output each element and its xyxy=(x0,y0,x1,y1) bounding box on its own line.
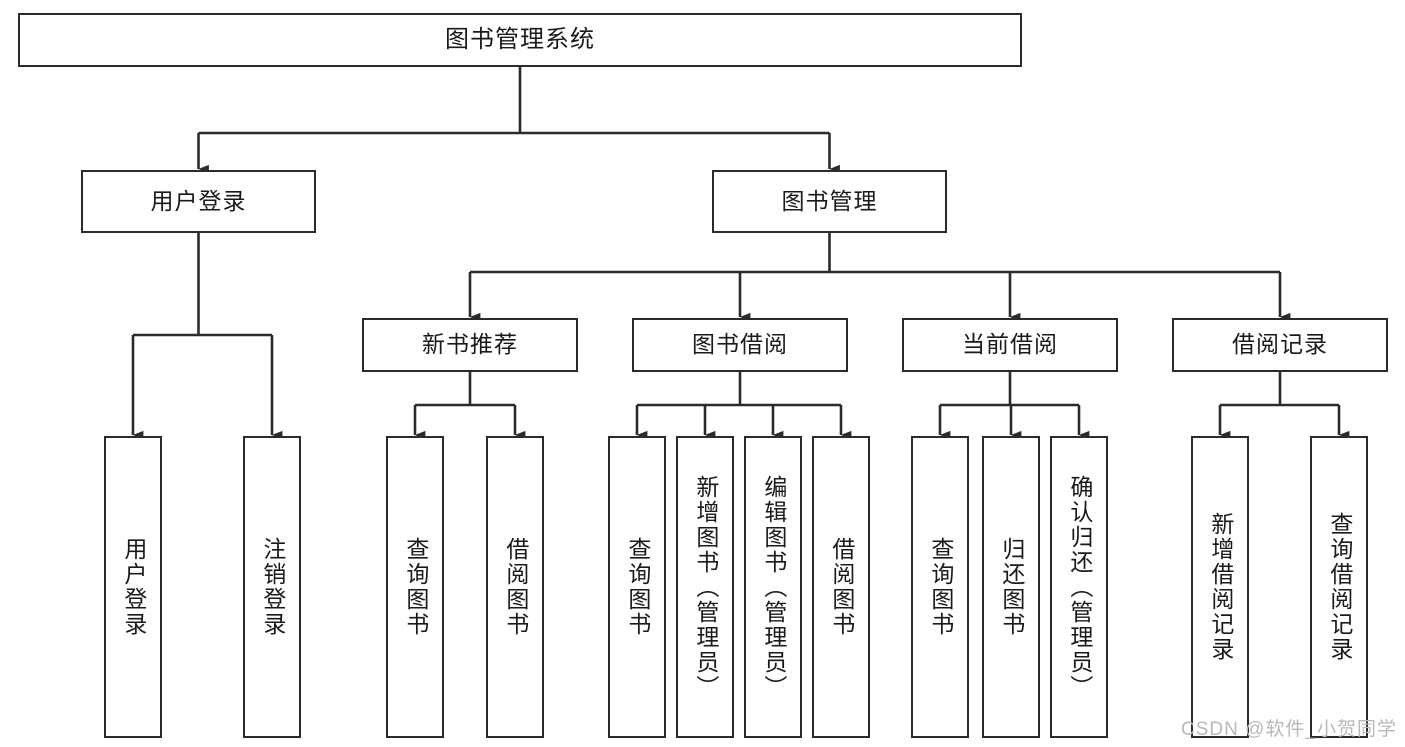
node-bookmgmt[interactable]: 图书管理 xyxy=(712,170,947,233)
node-leaf-new-borrow[interactable]: 借阅图书 xyxy=(486,436,544,738)
node-records[interactable]: 借阅记录 xyxy=(1172,318,1388,372)
node-current[interactable]: 当前借阅 xyxy=(902,318,1118,372)
node-label: 新增图书（管理员） xyxy=(692,474,719,700)
node-leaf-cur-query[interactable]: 查询图书 xyxy=(911,436,969,738)
watermark-label: CSDN @软件_小贺同学 xyxy=(1181,719,1397,740)
node-label: 归还图书 xyxy=(998,537,1025,637)
node-leaf-br-query[interactable]: 查询图书 xyxy=(608,436,666,738)
node-newbooks[interactable]: 新书推荐 xyxy=(362,318,578,372)
node-label: 确认归还（管理员） xyxy=(1066,474,1093,700)
node-label: 借阅图书 xyxy=(502,537,529,637)
node-label: 新增借阅记录 xyxy=(1207,512,1234,662)
node-label: 查询借阅记录 xyxy=(1326,512,1353,662)
node-leaf-cur-return[interactable]: 归还图书 xyxy=(982,436,1040,738)
node-leaf-user-login[interactable]: 用户登录 xyxy=(104,436,162,738)
node-label: 借阅图书 xyxy=(828,537,855,637)
node-label: 当前借阅 xyxy=(962,331,1058,358)
node-leaf-cur-confirm[interactable]: 确认归还（管理员） xyxy=(1050,436,1108,738)
node-label: 借阅记录 xyxy=(1232,331,1328,358)
node-label: 新书推荐 xyxy=(422,331,518,358)
node-label: 图书管理 xyxy=(781,187,878,214)
node-root[interactable]: 图书管理系统 xyxy=(18,13,1022,67)
node-leaf-br-add[interactable]: 新增图书（管理员） xyxy=(676,436,734,738)
node-leaf-user-logout[interactable]: 注销登录 xyxy=(243,436,301,738)
node-login[interactable]: 用户登录 xyxy=(81,170,316,233)
node-label: 查询图书 xyxy=(402,537,429,637)
node-leaf-rec-add[interactable]: 新增借阅记录 xyxy=(1191,436,1249,738)
node-label: 查询图书 xyxy=(927,537,954,637)
node-label: 图书借阅 xyxy=(692,331,788,358)
node-leaf-br-edit[interactable]: 编辑图书（管理员） xyxy=(744,436,802,738)
node-label: 用户登录 xyxy=(150,187,247,214)
node-leaf-rec-query[interactable]: 查询借阅记录 xyxy=(1310,436,1368,738)
node-leaf-br-borrow[interactable]: 借阅图书 xyxy=(812,436,870,738)
node-label: 编辑图书（管理员） xyxy=(760,474,787,700)
node-label: 图书管理系统 xyxy=(445,25,595,53)
node-label: 查询图书 xyxy=(624,537,651,637)
node-borrow[interactable]: 图书借阅 xyxy=(632,318,848,372)
node-leaf-new-query[interactable]: 查询图书 xyxy=(386,436,444,738)
node-label: 用户登录 xyxy=(120,537,147,637)
node-label: 注销登录 xyxy=(259,537,286,637)
